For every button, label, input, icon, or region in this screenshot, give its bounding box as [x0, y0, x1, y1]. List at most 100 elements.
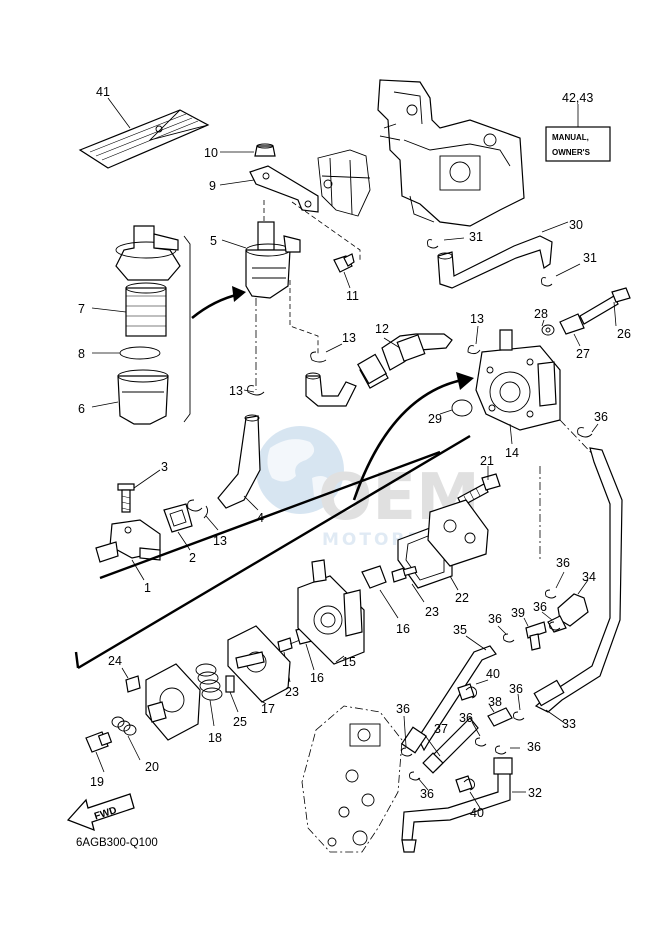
callout-37: 37	[434, 722, 448, 736]
callout-36-e: 36	[509, 682, 523, 696]
manual-line-1: MANUAL,	[552, 133, 589, 142]
callout-25: 25	[233, 715, 247, 729]
clips-36	[401, 589, 561, 781]
engine-block-lower	[301, 705, 403, 853]
callout-36-f: 36	[459, 711, 473, 725]
callout-13-d: 13	[213, 534, 227, 548]
callout-2: 2	[189, 551, 196, 565]
callout-36-h: 36	[396, 702, 410, 716]
callout-12: 12	[375, 322, 389, 336]
callout-9: 9	[209, 179, 216, 193]
callout-11: 11	[346, 289, 359, 303]
part-35-hose	[400, 645, 497, 754]
part-34-hose	[547, 593, 589, 633]
part-3-screw	[117, 483, 135, 513]
callout-23-b: 23	[285, 685, 299, 699]
part-38-joint	[487, 707, 513, 727]
part-32-hose	[401, 757, 513, 841]
callout-24: 24	[108, 654, 122, 668]
pump-base-cover	[145, 663, 201, 741]
callout-34: 34	[582, 570, 596, 584]
part-12-hose	[357, 333, 453, 389]
carburetor	[317, 79, 525, 227]
clips-13	[187, 345, 481, 519]
callout-18: 18	[208, 731, 222, 745]
callout-35: 35	[453, 623, 467, 637]
elbow-hose	[305, 372, 357, 407]
part-41-envelope	[78, 109, 210, 169]
part-29-o-ring	[451, 399, 473, 417]
part-25-pin	[225, 675, 235, 693]
callout-28: 28	[534, 307, 548, 321]
callout-7: 7	[78, 302, 85, 316]
part-6-filter-cup	[117, 369, 169, 425]
callout-6: 6	[78, 402, 85, 416]
callout-33: 33	[562, 717, 576, 731]
clip-31-a	[427, 239, 439, 249]
callout-40-b: 40	[470, 806, 484, 820]
part-4-hose	[217, 414, 261, 509]
callout-3: 3	[161, 460, 168, 474]
callout-40-a: 40	[486, 667, 500, 681]
callout-14: 14	[505, 446, 519, 460]
clip-36-a	[577, 427, 593, 438]
callout-26: 26	[617, 327, 631, 341]
filter-cap-top	[115, 225, 181, 281]
diagram-code: 6AGB300-Q100	[76, 837, 158, 849]
callout-4: 4	[257, 511, 264, 525]
callout-21: 21	[480, 454, 494, 468]
callout-5: 5	[210, 234, 217, 248]
part-33-hose	[533, 447, 623, 713]
callout-29: 29	[428, 412, 442, 426]
clip-31-b	[541, 277, 553, 287]
part-17-diaphragm	[227, 625, 291, 703]
callout-16-a: 16	[396, 622, 410, 636]
part-14-fuel-pump	[475, 329, 561, 431]
callout-41: 41	[96, 85, 110, 99]
part-24-screw	[125, 675, 141, 693]
callout-13-a: 13	[229, 384, 243, 398]
part-30-hose	[437, 235, 553, 289]
callout-13-c: 13	[470, 312, 484, 326]
callout-16-b: 16	[310, 671, 324, 685]
part-1-fuel-joint	[95, 519, 161, 563]
callout-31-b: 31	[583, 251, 597, 265]
callout-36-a: 36	[594, 410, 608, 424]
part-26-bolt	[579, 287, 631, 325]
callout-8: 8	[78, 347, 85, 361]
callout-13-b: 13	[342, 331, 356, 345]
part-23-screw-a	[391, 565, 418, 583]
callout-19: 19	[90, 775, 104, 789]
callout-1: 1	[144, 581, 151, 595]
callout-39: 39	[511, 606, 525, 620]
callout-20: 20	[145, 760, 159, 774]
part-9-bracket	[249, 165, 319, 213]
part-18-spring	[195, 663, 223, 701]
manual-line-2: OWNER'S	[552, 148, 591, 157]
callout-36-b: 36	[556, 556, 570, 570]
part-39-tee-joint	[525, 621, 547, 651]
callout-36-i: 36	[420, 787, 434, 801]
callout-17: 17	[261, 702, 275, 716]
part-15-pump-body	[297, 559, 365, 665]
callout-27: 27	[576, 347, 590, 361]
part-37-hose	[422, 717, 479, 774]
pump-cover-right	[427, 499, 489, 567]
callout-10: 10	[204, 146, 218, 160]
part-40-clamp-a	[457, 683, 477, 701]
part-7-filter-element	[125, 282, 167, 337]
part-16-clip-a	[361, 565, 387, 589]
fwd-arrow-icon: FWD	[66, 793, 135, 832]
callout-36-d: 36	[488, 612, 502, 626]
part-23-screw-b	[277, 637, 301, 653]
part-11-screw	[333, 253, 355, 273]
callout-15: 15	[342, 655, 356, 669]
part-2-gasket	[163, 503, 193, 533]
part-28-washer	[541, 324, 555, 336]
callout-36-c: 36	[533, 600, 547, 614]
callout-23-a: 23	[425, 605, 439, 619]
owners-manual-box: MANUAL, OWNER'S	[545, 126, 611, 162]
part-5-fuel-filter	[245, 221, 301, 299]
part-40-clamp-b	[455, 775, 475, 793]
